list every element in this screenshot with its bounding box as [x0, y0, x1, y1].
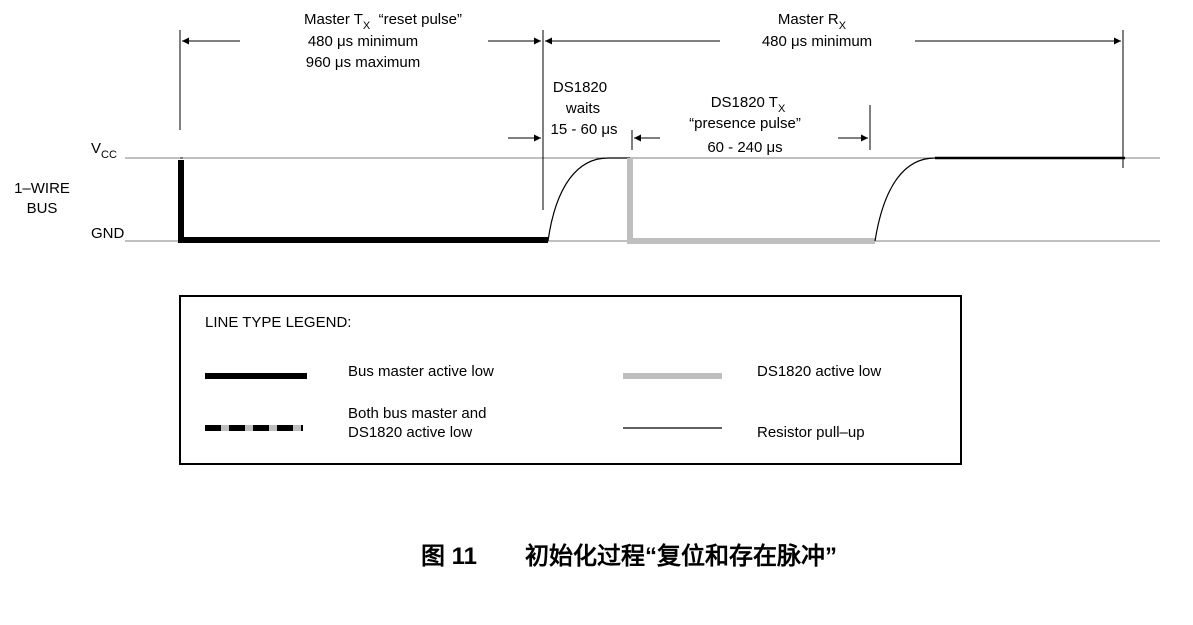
legend-label-ds1820: DS1820 active low — [757, 363, 881, 380]
ds-waits-label-2: waits — [565, 100, 600, 117]
master-tx-label: Master TX “reset pulse” — [304, 11, 462, 32]
gnd-label: GND — [91, 225, 125, 242]
master-tx-max-label: 960 μs maximum — [306, 54, 421, 71]
presence-time-label: 60 - 240 μs — [707, 139, 782, 156]
pullup-rise-1 — [547, 157, 630, 242]
master-rx-min-label: 480 μs minimum — [762, 33, 872, 50]
bus-label-1: 1–WIRE — [14, 180, 70, 197]
bus-label-2: BUS — [27, 200, 58, 217]
master-tx-min-label: 480 μs minimum — [308, 33, 418, 50]
figure-caption: 图 11 初始化过程“复位和存在脉冲” — [421, 542, 837, 570]
ds-waits-label-1: DS1820 — [553, 79, 607, 96]
master-rx-label: Master RX — [778, 11, 847, 32]
legend-label-both: Both bus master and DS1820 active low — [348, 405, 491, 441]
ds-tx-label: DS1820 TX — [711, 94, 786, 115]
ds1820-presence-pulse — [627, 158, 875, 244]
legend-label-bus-master: Bus master active low — [348, 363, 494, 380]
legend-title: LINE TYPE LEGEND: — [205, 314, 351, 331]
legend-label-pullup: Resistor pull–up — [757, 424, 865, 441]
vcc-label: VCC — [91, 140, 117, 161]
pullup-rise-2 — [874, 157, 936, 242]
legend-box — [179, 295, 962, 465]
ds-waits-label-3: 15 - 60 μs — [550, 121, 617, 138]
bus-master-reset-pulse — [178, 160, 548, 243]
presence-pulse-label: “presence pulse” — [689, 115, 801, 132]
